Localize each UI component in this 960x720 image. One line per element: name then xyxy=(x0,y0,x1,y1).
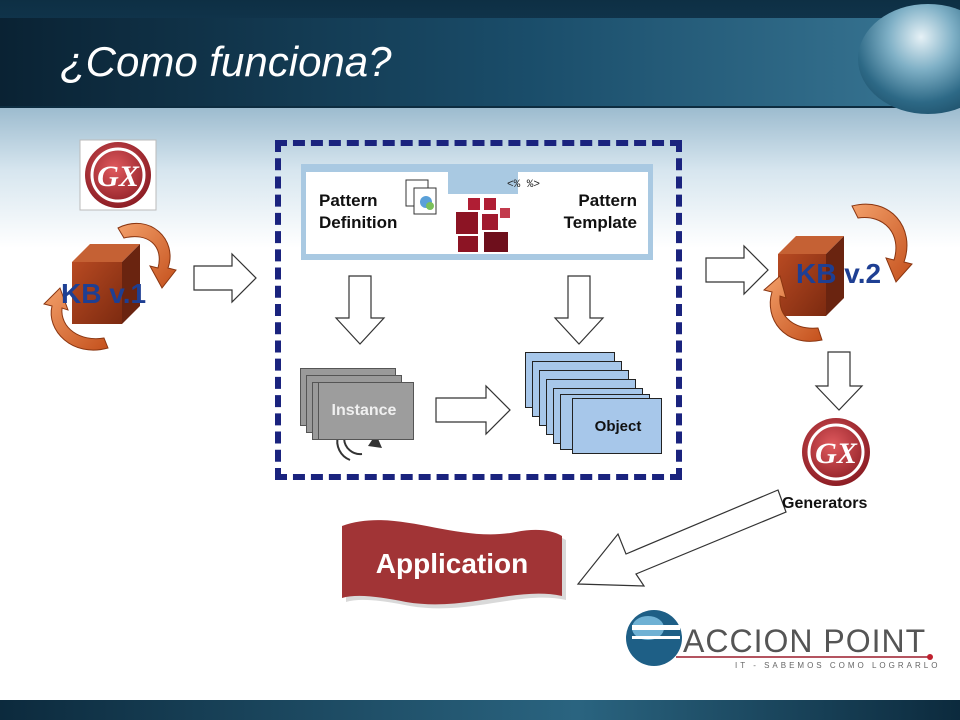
template-tags-label: <% %> xyxy=(507,179,541,191)
pattern-template-panel xyxy=(518,172,648,254)
brand-name: ACCION POINT xyxy=(683,623,927,659)
arrow-kb1-to-pattern xyxy=(193,252,257,304)
header-globe-icon xyxy=(858,4,960,114)
kb-v1-cube-icon xyxy=(72,244,140,324)
kb-v1-label: KB v.1 xyxy=(61,278,147,309)
arrow-def-to-instance xyxy=(334,275,386,345)
svg-text:GX: GX xyxy=(815,437,858,470)
arrow-pattern-to-kb2 xyxy=(705,244,769,296)
pattern-definition-line-1: Pattern xyxy=(319,191,378,210)
pattern-icons-overlay xyxy=(405,179,518,254)
arrow-template-to-object xyxy=(553,275,605,345)
pattern-definition-line-2: Definition xyxy=(319,213,398,232)
pattern-template-line-2: Template xyxy=(563,213,637,232)
pattern-definition-label: Pattern Definition xyxy=(319,190,397,234)
kb-v2-label: KB v.2 xyxy=(796,258,882,289)
kb-v1-cycle-arrows-icon xyxy=(43,222,177,351)
kb-v2-cycle-arrows-icon xyxy=(762,203,913,342)
instance-sheet-front xyxy=(318,382,414,440)
header-band xyxy=(0,18,960,106)
document-icon-overlay xyxy=(405,179,437,215)
accion-point-logo-icon xyxy=(626,610,933,666)
flow-arrows xyxy=(193,244,864,587)
application-banner xyxy=(342,520,566,609)
arrow-generators-to-application xyxy=(576,489,787,587)
generators-label: Generators xyxy=(782,495,868,512)
pattern-boundary xyxy=(275,140,682,480)
svg-text:GX: GX xyxy=(97,160,140,193)
application-label: Application xyxy=(375,548,529,579)
kb-v2-cube-icon xyxy=(778,236,844,316)
pattern-icon-overlay xyxy=(448,194,518,254)
pattern-template-line-1: Pattern xyxy=(578,191,637,210)
gx-logo-icon-top: GX xyxy=(79,139,157,211)
object-label: Object xyxy=(594,418,642,435)
pattern-template-label: Pattern Template xyxy=(545,190,637,234)
instance-label: Instance xyxy=(331,402,397,419)
arrow-instance-to-object xyxy=(435,384,511,436)
gx-logo-icon-generators: GX xyxy=(802,418,870,486)
brand-tagline: IT - SABEMOS COMO LOGRARLO xyxy=(735,661,941,670)
object-sheet-front xyxy=(572,398,662,454)
arrow-kb2-to-generators xyxy=(814,351,864,411)
footer-bar xyxy=(0,700,960,720)
slide-title: ¿Como funciona? xyxy=(60,38,392,85)
